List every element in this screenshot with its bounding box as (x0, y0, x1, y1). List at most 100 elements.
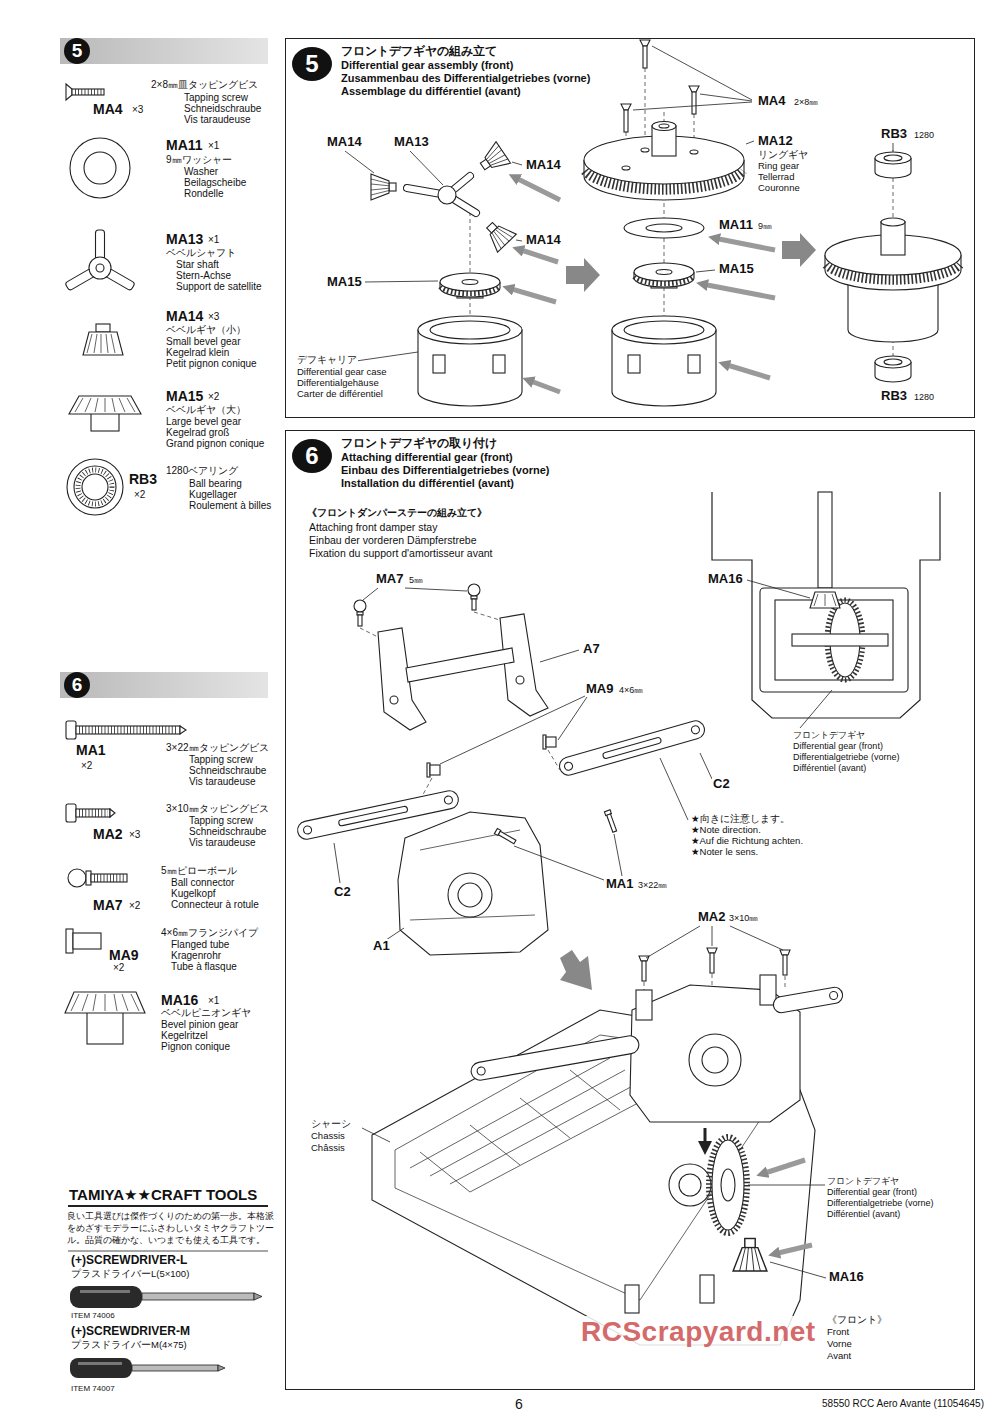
part-code: MA9 (585, 682, 614, 697)
label-text: Vis taraudeuse (188, 837, 257, 849)
part-code: A7 (582, 642, 601, 657)
label-text: Kugelkopf (170, 888, 216, 900)
part-code: MA14 (525, 158, 562, 173)
part-icons (110, 809, 115, 817)
label-text: 3×10㎜タッピングビス (165, 803, 270, 815)
part-code: (+)SCREWDRIVER-M (70, 1325, 191, 1339)
part-code: MA1 (605, 877, 634, 892)
differential-assembly-art (634, 263, 694, 281)
label-text: Kragenrohr (170, 950, 222, 962)
differential-assembly-art (628, 355, 640, 373)
differential-assembly-art (489, 225, 513, 249)
label-text: 良い工具選びは傑作づくりのための第一歩。本格派 (66, 1211, 275, 1221)
label-text: 9㎜ (757, 221, 773, 231)
step-heading: Einbau des Differentialgetriebes (vorne) (341, 464, 549, 477)
label-text: Support de satellite (175, 281, 263, 293)
differential-assembly-art (884, 359, 902, 365)
label-text: Washer (183, 166, 219, 178)
damper-stay-art (354, 600, 366, 612)
part-code: MA1 (75, 742, 107, 758)
part-icons (68, 869, 86, 887)
label-text: Petit pignon conique (165, 358, 258, 370)
chassis-top-view-art (775, 600, 893, 680)
label-text: ITEM 74006 (70, 1311, 116, 1320)
label-text: 2×8㎜皿タッピングビス (150, 79, 259, 91)
chassis-assembly-art (639, 956, 649, 981)
label-text: ×2 (133, 489, 146, 501)
watermark: RCScrapyard.net (580, 1316, 817, 1348)
part-code: MA14 (165, 308, 204, 324)
chassis-assembly-art (740, 1248, 761, 1271)
label-text: Différentiel (avant) (792, 763, 867, 773)
differential-assembly-art (514, 177, 560, 200)
craft-tools-art (70, 1358, 132, 1378)
label-text: ×2 (80, 760, 93, 772)
label-text: Star shaft (175, 259, 220, 271)
chassis-assembly-art (772, 986, 844, 1014)
label-text: Differential gear case (296, 367, 388, 378)
label-text: Ball bearing (188, 478, 243, 490)
differential-assembly-art (714, 238, 775, 250)
step-heading: Attaching differential gear (front) (341, 451, 513, 464)
label-text: Flanged tube (170, 939, 230, 951)
label-text: Rondelle (183, 188, 224, 200)
label-text: ★Noter le sens. (690, 847, 759, 858)
differential-assembly-art (689, 86, 699, 92)
craft-tools-art (142, 1293, 254, 1300)
part-code: MA16 (160, 992, 199, 1008)
label-text: Schneidschraube (188, 765, 267, 777)
part-code: MA14 (525, 233, 562, 248)
label-text: 5㎜ (408, 575, 424, 585)
part-icons (75, 89, 103, 95)
label-text: Stern-Achse (175, 270, 232, 282)
chassis-assembly-art (410, 1058, 655, 1192)
part-code: MA11 (165, 137, 204, 153)
chassis-top-view-art (712, 492, 940, 718)
label-text: 1280ベアリング (165, 465, 239, 477)
label-text: ×1 (207, 140, 220, 152)
part-code: MA4 (757, 94, 786, 109)
step-number: 5 (292, 47, 332, 81)
part-code: A1 (372, 939, 391, 954)
part-icons (87, 334, 115, 353)
label-text: ×3 (131, 104, 144, 116)
chassis-assembly-art (772, 986, 844, 1014)
differential-assembly-art (371, 179, 389, 195)
chassis-assembly-art (760, 975, 776, 1005)
chassis-assembly-art (700, 1275, 714, 1303)
chassis-assembly-art (745, 1239, 755, 1248)
damper-stay-art (458, 883, 482, 907)
part-icons (65, 230, 135, 291)
part-code: C2 (333, 885, 352, 900)
damper-stay-art (607, 814, 617, 832)
differential-assembly-art (702, 284, 775, 298)
part-icons (65, 992, 145, 1013)
part-code: (+)SCREWDRIVER-L (70, 1254, 188, 1268)
label-text: Pignon conique (160, 1041, 231, 1053)
part-icons (96, 264, 104, 272)
differential-assembly-art (508, 288, 556, 302)
part-icons (84, 152, 116, 184)
chassis-top-view-art (814, 594, 836, 606)
part-icons (65, 992, 145, 1044)
chassis-top-view-art (747, 580, 832, 728)
differential-assembly-art (689, 86, 699, 114)
step-number: 6 (292, 439, 332, 473)
part-code: MA12 (757, 134, 794, 149)
label-text: Tapping screw (183, 92, 249, 104)
part-icons (83, 332, 123, 355)
part-icons (76, 809, 110, 817)
part-icons (83, 324, 123, 355)
chassis-assembly-art (710, 953, 714, 973)
label-text: ×2 (112, 962, 125, 974)
differential-assembly-art (622, 166, 630, 170)
label-text: Avant (826, 1351, 852, 1362)
label-text: ★向きに注意します。 (690, 814, 791, 825)
chassis-assembly-art (707, 948, 717, 953)
chassis-assembly-art (721, 1169, 735, 1201)
label-text: フロントデフギヤ (792, 730, 866, 740)
part-icons (86, 871, 91, 885)
damper-stay-art (468, 584, 480, 610)
label-text: Couronne (757, 183, 801, 194)
label-text: 3×22㎜ (637, 880, 668, 890)
